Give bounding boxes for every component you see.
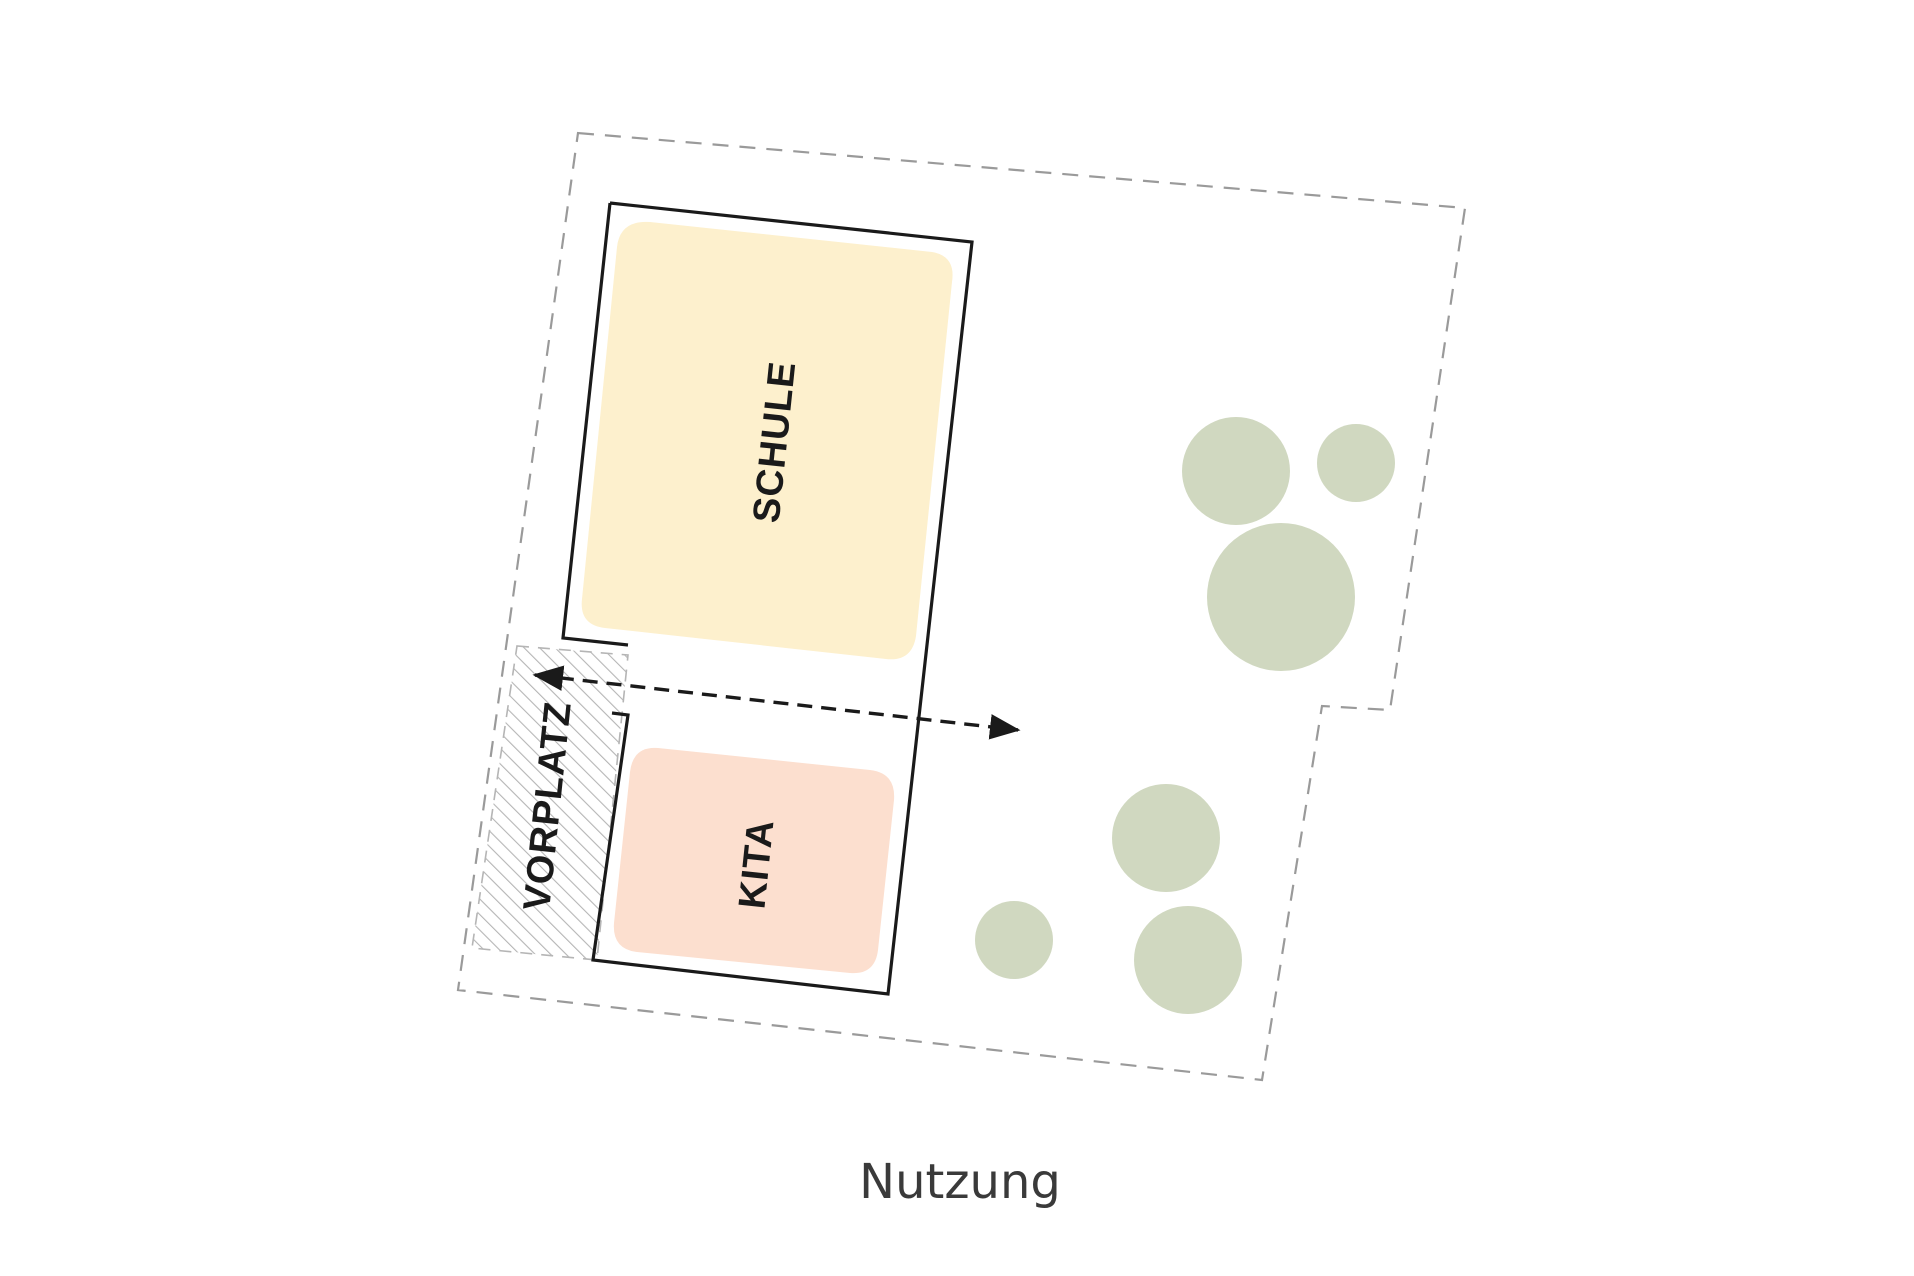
tree <box>1134 906 1242 1014</box>
tree-group <box>975 417 1395 1014</box>
kita-label: KITA <box>731 817 782 911</box>
connection-arrow <box>532 665 1021 740</box>
tree <box>975 901 1053 979</box>
kita-zone: KITA <box>613 747 895 974</box>
tree <box>1112 784 1220 892</box>
schule-zone: SCHULE <box>581 221 953 660</box>
kita-area <box>613 747 895 974</box>
plot-boundary <box>456 131 1467 1082</box>
tree <box>1182 417 1290 525</box>
diagram-caption: Nutzung <box>859 1154 1061 1210</box>
schule-area <box>581 221 953 660</box>
tree <box>1317 424 1395 502</box>
vorplatz-zone: VORPLATZ <box>471 645 629 961</box>
tree <box>1207 523 1355 671</box>
